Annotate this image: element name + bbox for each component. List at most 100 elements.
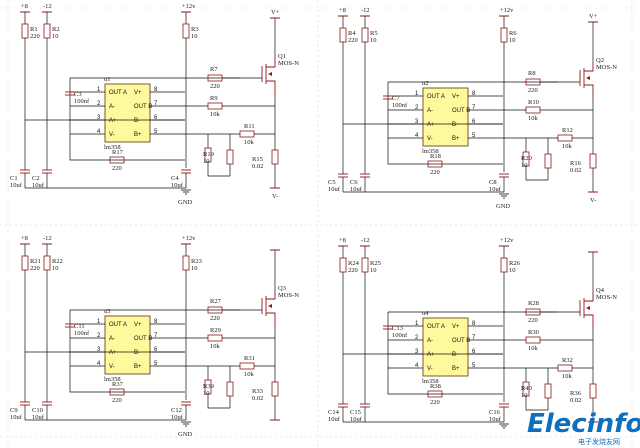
r-sense-label: R33: [252, 388, 263, 395]
chip-pin-number-right: 7: [154, 101, 158, 107]
r_pos-value: 220: [348, 267, 358, 274]
r-bot-label: R37: [112, 381, 124, 388]
rail-12v-label: +12v: [500, 7, 514, 14]
r_12-label: R6: [509, 30, 517, 37]
r_neg-label: R5: [370, 30, 378, 37]
r_neg-label: R22: [52, 258, 63, 265]
mosfet-ref: Q4: [596, 287, 605, 294]
chip-part: lm358: [104, 144, 121, 151]
r-gate-value: 220: [210, 83, 220, 90]
v-out-label: V-: [272, 193, 278, 200]
rail-negative-label: -12: [361, 7, 370, 14]
chip-pin-right-2: OUT B: [452, 338, 470, 344]
chip-pin-right-4: B+: [134, 364, 142, 370]
r_neg-value: 10: [370, 267, 377, 274]
resistor-r_pos: [21, 255, 29, 271]
r-pot-label: R20: [521, 155, 532, 162]
r-pot-label: R19: [203, 151, 214, 158]
resistor-r-fb: [525, 336, 541, 344]
r_neg-value: 10: [370, 37, 377, 44]
r_12-value: 10: [191, 33, 198, 40]
mosfet-symbol: [261, 290, 276, 328]
c_b-label: C2: [32, 175, 40, 182]
chip-pin-number-left: 2: [97, 101, 101, 107]
chip-pin-number-right: 6: [472, 119, 476, 125]
r_12-value: 10: [509, 37, 516, 44]
r-fb-label: R30: [528, 329, 539, 336]
chip-pin-left-2: A-: [109, 336, 115, 342]
r-gate-value: 220: [528, 317, 538, 324]
r-pot-label: R40: [521, 385, 532, 392]
rail-negative-label: -12: [43, 235, 52, 242]
capacitor-c_c: [181, 401, 191, 406]
capacitor-c_c: [181, 169, 191, 174]
resistor-r-bot: [427, 160, 443, 168]
c_a-label: C9: [10, 407, 18, 414]
r-pot-label: R39: [203, 383, 214, 390]
mosfet-type: MOS-N: [596, 64, 617, 71]
chip-pin-left-3: A+: [109, 350, 117, 356]
r-in-value: 10k: [562, 373, 573, 380]
resistor-r_pos: [339, 257, 347, 273]
c_c-label: C4: [171, 175, 179, 182]
mosfet-ref: Q1: [278, 53, 286, 60]
r-bot-value: 220: [112, 397, 122, 404]
chip-pin-number-right: 8: [154, 319, 158, 325]
chip-pin-right-3: B-: [452, 122, 458, 128]
chip-pin-number-right: 8: [472, 321, 476, 327]
resistor-r_neg: [361, 257, 369, 273]
chip-pin-right-1: V+: [134, 90, 142, 96]
resistor-r_12: [500, 257, 508, 273]
r_pos-label: R24: [348, 260, 360, 267]
c-top-label: C13: [392, 325, 403, 332]
r-sense-label: R16: [570, 160, 582, 167]
capacitor-c_c: [499, 173, 509, 178]
chip-pin-left-1: OUT A: [427, 324, 445, 330]
c-top-value: 100nf: [74, 98, 90, 105]
r_12-label: R3: [191, 26, 199, 33]
resistor-r_neg: [43, 255, 51, 271]
r_12-label: R26: [509, 260, 521, 267]
ground-symbol: [499, 423, 509, 429]
r_pos-value: 220: [30, 265, 40, 272]
mosfet-type: MOS-N: [278, 60, 299, 67]
r-sense-value: 0.02: [252, 395, 263, 402]
resistor-r-sense: [589, 383, 597, 399]
resistor-r_pos: [21, 23, 29, 39]
resistor-r-in: [557, 364, 573, 372]
rail-12v-label: +12v: [500, 237, 514, 244]
c_a-value: 10uf: [328, 186, 341, 193]
c-top-label: C7: [392, 95, 400, 102]
c-top-label: C11: [74, 323, 85, 330]
watermark: Elecinfo 电子发烧友网: [527, 409, 640, 446]
wire: [207, 162, 230, 177]
chip-part: lm358: [104, 376, 121, 383]
c_c-label: C8: [489, 179, 497, 186]
c_c-value: 10uf: [489, 186, 502, 193]
r-pot-value: 10: [203, 158, 210, 165]
r-gate-label: R8: [528, 70, 536, 77]
r-in-value: 10k: [244, 139, 255, 146]
chip-pin-number-left: 1: [415, 321, 419, 327]
gnd-label: GND: [178, 199, 192, 206]
chip-pin-right-4: B+: [452, 136, 460, 142]
r-bot-value: 220: [430, 169, 440, 176]
c_a-label: C14: [328, 409, 340, 416]
chip-pin-number-right: 7: [154, 333, 158, 339]
gnd-label: GND: [496, 203, 510, 210]
r-in-label: R31: [244, 355, 255, 362]
mosfet-ref: Q2: [596, 57, 604, 64]
c_b-value: 10uf: [350, 416, 363, 423]
r-pot-value: 10: [521, 162, 528, 169]
r-fb-label: R29: [210, 327, 221, 334]
c_b-label: C6: [350, 179, 358, 186]
c_b-value: 10uf: [32, 414, 45, 421]
resistor-r-sense-aux: [544, 153, 552, 169]
c_b-value: 10uf: [350, 186, 363, 193]
r-pot-value: 10: [203, 390, 210, 397]
